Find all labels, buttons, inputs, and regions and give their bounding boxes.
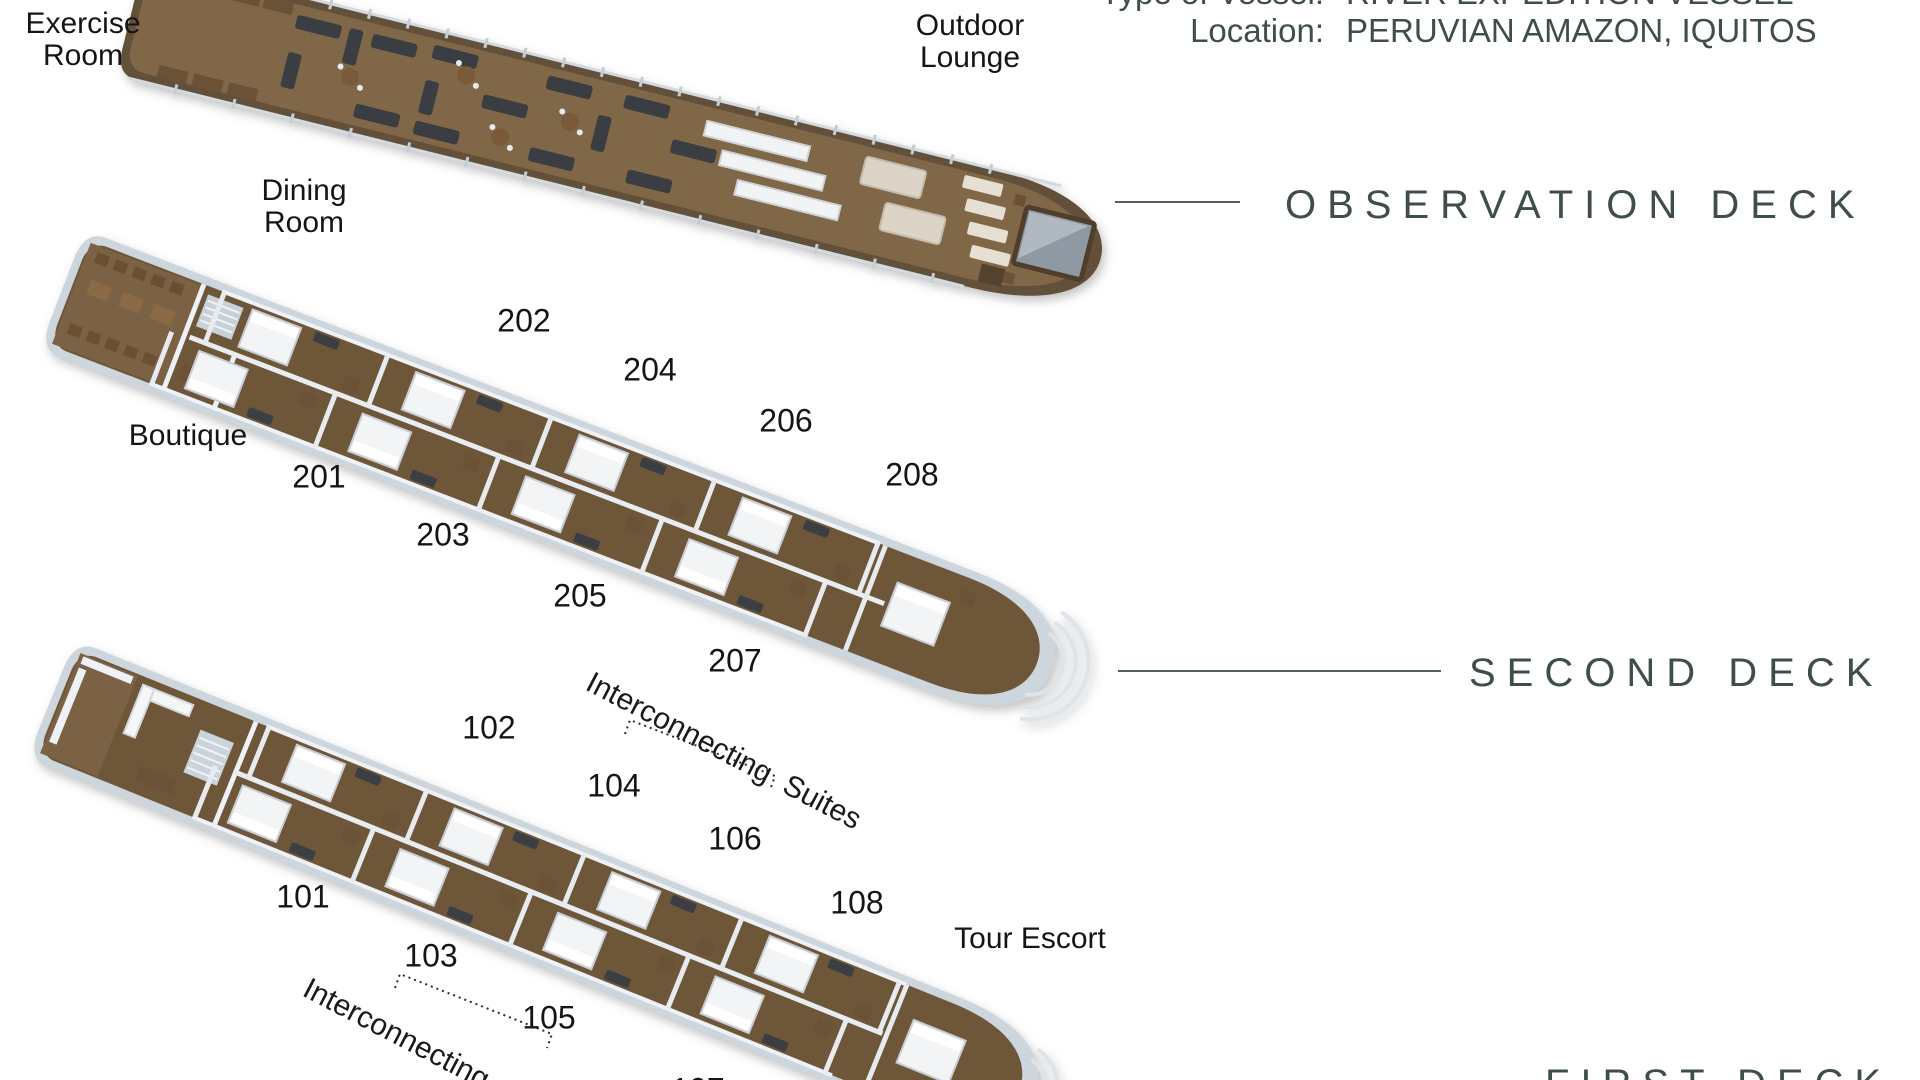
label-tour-escort: Tour Escort — [954, 922, 1106, 955]
bar-counters — [702, 119, 842, 222]
cabin-label-203: 203 — [416, 516, 470, 553]
cabin-label-206: 206 — [759, 402, 813, 439]
location-label: Location: — [1190, 12, 1324, 49]
label-boutique: Boutique — [128, 419, 248, 452]
cabin-block-bottom — [192, 764, 849, 1074]
label-outdoor-lounge: Outdoor Lounge — [915, 9, 1025, 75]
vessel-info-header: Type of Vessel: RIVER EXPEDITION VESSEL … — [1040, 0, 1860, 50]
cabin-label-204: 204 — [623, 351, 677, 388]
cabin-label-101: 101 — [276, 878, 330, 915]
cabin-label-205: 205 — [553, 577, 607, 614]
cabin-block-top — [245, 726, 902, 1035]
location-value: PERUVIAN AMAZON, IQUITOS — [1346, 12, 1817, 49]
vessel-type-row: Type of Vessel: RIVER EXPEDITION VESSEL — [1040, 0, 1860, 12]
exercise-area — [156, 0, 295, 102]
cabin-label-202: 202 — [497, 302, 551, 339]
cabin-label-108: 108 — [830, 884, 884, 921]
first-deck-render — [34, 646, 1060, 1080]
observation-deck-render — [120, 0, 1102, 296]
cabin-label-201: 201 — [292, 458, 346, 495]
stern-suite — [843, 544, 1091, 722]
tour-escort-cabin — [862, 983, 1060, 1080]
cabin-label-107: 107 — [671, 1072, 724, 1080]
pool — [1011, 204, 1097, 282]
cabin-block-bottom — [149, 330, 828, 636]
label-dining-room: Dining Room — [261, 174, 347, 240]
cabin-label-104: 104 — [587, 767, 641, 804]
cabin-block-top — [202, 291, 881, 597]
cabin-label-208: 208 — [885, 456, 939, 493]
deck-title-observation: OBSERVATION DECK — [1285, 183, 1866, 227]
location-row: Location: PERUVIAN AMAZON, IQUITOS — [1040, 12, 1860, 50]
cabin-label-103: 103 — [404, 937, 458, 974]
cabin-label-106: 106 — [708, 820, 762, 857]
deck-title-second: SECOND DECK — [1469, 651, 1884, 695]
vessel-type-value: RIVER EXPEDITION VESSEL — [1346, 0, 1793, 12]
deck-title-first: FIRST DECK — [1545, 1062, 1892, 1080]
cabin-label-207: 207 — [708, 642, 762, 679]
cabin-label-102: 102 — [462, 709, 516, 746]
lounge-seating — [280, 15, 717, 194]
stern-steps — [977, 263, 1006, 287]
sun-loungers — [859, 156, 1027, 285]
second-deck-render — [46, 236, 1091, 722]
cabin-label-105: 105 — [522, 999, 576, 1036]
vessel-type-label: Type of Vessel: — [1040, 0, 1324, 12]
label-exercise-room: Exercise Room — [25, 7, 141, 73]
